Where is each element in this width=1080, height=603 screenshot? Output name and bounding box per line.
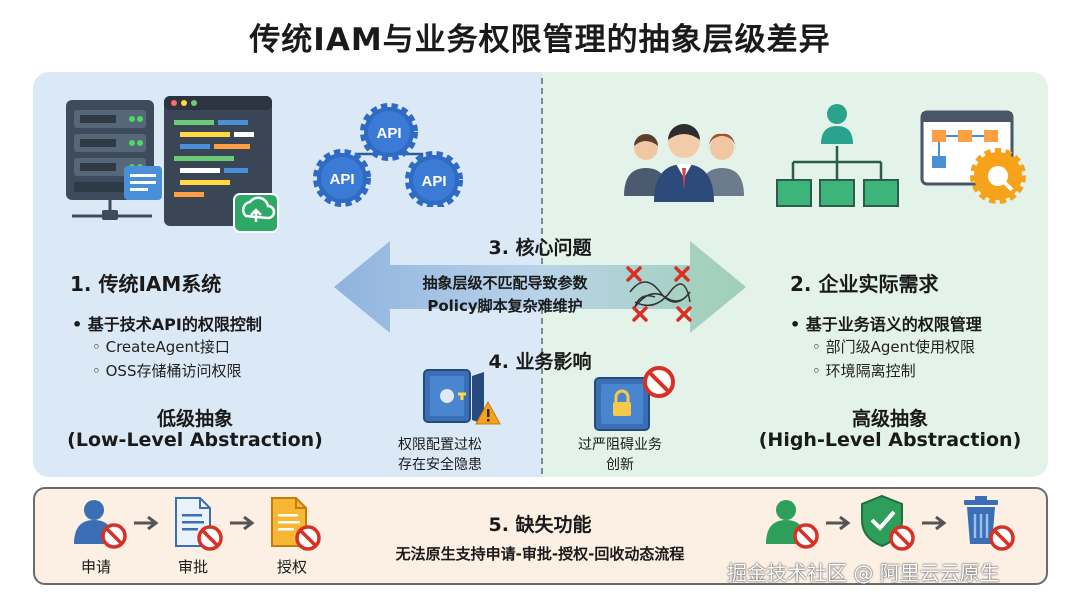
- applicant-prohibited-icon: [74, 500, 127, 549]
- impact-right-line-2: 创新: [606, 457, 634, 473]
- left-sub-1-text: CreateAgent接口: [105, 338, 230, 356]
- api-label-left: API: [329, 171, 354, 188]
- tangled-lines-icon: [626, 266, 692, 322]
- api-label-top: API: [376, 125, 401, 142]
- trash-prohibited-icon: [964, 496, 1015, 551]
- page-title: 传统IAM与业务权限管理的抽象层级差异: [249, 22, 831, 58]
- flow-label-apply: 申请: [80, 558, 111, 576]
- left-bullet: • 基于技术API的权限控制: [72, 315, 262, 334]
- impact-left-text: 权限配置过松 存在安全隐患: [380, 435, 500, 475]
- missing-text: 无法原生支持申请-审批-授权-回收动态流程: [395, 545, 685, 563]
- right-sub-1: ◦ 部门级Agent使用权限: [812, 338, 976, 356]
- document-prohibited-icon: [175, 497, 223, 551]
- left-sub-2-text: OSS存储桶访问权限: [105, 362, 242, 380]
- flow-label-approve: 审批: [177, 558, 208, 576]
- watermark: 掘金技术社区 @ 阿里云云原生: [727, 561, 1000, 585]
- code-window-icon: [164, 96, 279, 233]
- right-sub-2: ◦ 环境隔离控制: [812, 362, 916, 380]
- unlocked-vault-warning-icon: [423, 369, 501, 425]
- left-heading: 1. 传统IAM系统: [70, 272, 222, 296]
- arrow-right-icon: [826, 516, 851, 530]
- api-label-right: API: [421, 173, 446, 190]
- flow-label-authorize: 授权: [276, 558, 307, 576]
- left-bullet-text: 基于技术API的权限控制: [87, 315, 262, 334]
- core-heading: 3. 核心问题: [488, 237, 592, 259]
- user-prohibited-icon: [766, 500, 819, 549]
- left-sub-2: ◦ OSS存储桶访问权限: [92, 362, 242, 380]
- right-bullet: • 基于业务语义的权限管理: [790, 315, 982, 334]
- impact-right-line-1: 过严阻碍业务: [578, 437, 662, 453]
- missing-heading: 5. 缺失功能: [488, 514, 592, 536]
- double-arrow-icon: [334, 241, 746, 333]
- right-level-cn: 高级抽象: [851, 408, 928, 430]
- impact-left-line-1: 权限配置过松: [398, 437, 482, 453]
- locked-vault-prohibited-icon: [594, 366, 675, 431]
- server-rack-icon: [66, 100, 162, 220]
- arrow-right-icon: [230, 516, 255, 530]
- shield-check-prohibited-icon: [861, 494, 915, 551]
- impact-heading: 4. 业务影响: [488, 351, 592, 373]
- right-heading: 2. 企业实际需求: [790, 272, 939, 296]
- people-group-icon: [624, 124, 744, 202]
- workflow-gear-icon: [920, 110, 1026, 204]
- left-level-cn: 低级抽象: [156, 408, 233, 430]
- core-line-2: Policy脚本复杂难维护: [427, 297, 583, 315]
- arrow-right-icon: [922, 516, 947, 530]
- arrow-right-icon: [134, 516, 159, 530]
- org-chart-icon: [776, 104, 899, 207]
- impact-right-text: 过严阻碍业务 创新: [560, 435, 680, 475]
- left-sub-1: ◦ CreateAgent接口: [92, 338, 230, 356]
- impact-left-line-2: 存在安全隐患: [398, 457, 482, 473]
- right-level-en: (High-Level Abstraction): [758, 429, 1022, 451]
- left-level-en: (Low-Level Abstraction): [67, 429, 323, 451]
- right-sub-2-text: 环境隔离控制: [825, 362, 916, 380]
- api-gears-icon: API API API: [313, 103, 463, 207]
- right-bullet-text: 基于业务语义的权限管理: [805, 315, 982, 334]
- authorization-doc-prohibited-icon: [271, 497, 321, 551]
- core-line-1: 抽象层级不匹配导致参数: [422, 274, 588, 292]
- right-sub-1-text: 部门级Agent使用权限: [825, 338, 976, 356]
